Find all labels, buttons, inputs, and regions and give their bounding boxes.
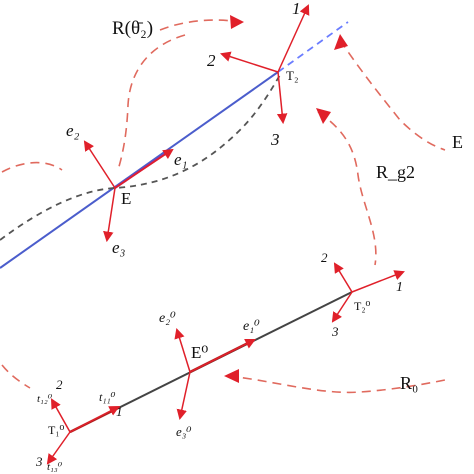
label-E-right: E — [452, 132, 463, 152]
label-t11-0: t₁₁⁰ — [99, 390, 116, 404]
label-R0: R₀ — [400, 373, 418, 393]
frame-T2-0 — [331, 262, 405, 323]
label-e3-0: e₃⁰ — [176, 424, 192, 439]
label-e1-0: e₁⁰ — [243, 319, 260, 334]
label-rg2: R_g2 — [376, 162, 415, 182]
label-r-theta2: R(θ̄₂) — [112, 18, 153, 39]
curve-E-right — [339, 39, 446, 151]
label-t20-2: 2 — [321, 250, 328, 265]
rotation-curve-r0-arrowhead — [224, 369, 239, 383]
deformed-axis-dashed — [277, 21, 349, 73]
label-t13-0: t₁₃⁰ — [47, 461, 63, 473]
label-T1-0: T₁⁰ — [48, 423, 65, 437]
frame-T1-0 — [46, 398, 120, 465]
frame-E-0 — [174, 327, 256, 421]
label-e2: e₂ — [66, 121, 80, 140]
label-E-0: E⁰ — [191, 343, 208, 362]
label-T2: T₂ — [286, 68, 298, 83]
deformed-axis-solid — [0, 71, 279, 269]
frame-E — [83, 140, 174, 243]
label-t20-1: 1 — [396, 280, 403, 295]
label-e3: e₃ — [112, 238, 126, 257]
rotation-curve-r-theta2 — [117, 34, 186, 171]
label-t2-1: 1 — [292, 0, 301, 18]
curve-left-top — [1, 161, 63, 173]
rotation-curve-rg2-arrowhead — [316, 108, 331, 124]
label-t20-3: 3 — [331, 324, 339, 339]
frame-T2 — [220, 4, 310, 125]
label-e1: e₁ — [174, 150, 187, 169]
curve-left-bottom — [1, 364, 31, 389]
rotation-curve-r-theta2-arrowhead — [230, 15, 244, 29]
rotation-curve-r-theta2-top — [159, 19, 241, 31]
label-t12-0: t₁₂⁰ — [37, 393, 53, 405]
label-t1-2: 2 — [56, 377, 63, 392]
label-t1-1: 1 — [116, 404, 123, 419]
label-t2-3: 3 — [270, 130, 280, 149]
label-E: E — [121, 189, 131, 208]
rotation-curve-r0 — [227, 375, 446, 394]
label-t1-3: 3 — [35, 454, 43, 469]
label-T2-0: T₂⁰ — [354, 299, 371, 313]
label-e2-0: e₂⁰ — [159, 311, 176, 326]
rotation-curve-rg2 — [317, 111, 377, 266]
curve-E-right-arrowhead — [334, 34, 348, 50]
label-t2-2: 2 — [207, 51, 216, 70]
deformed-curve — [0, 74, 281, 241]
